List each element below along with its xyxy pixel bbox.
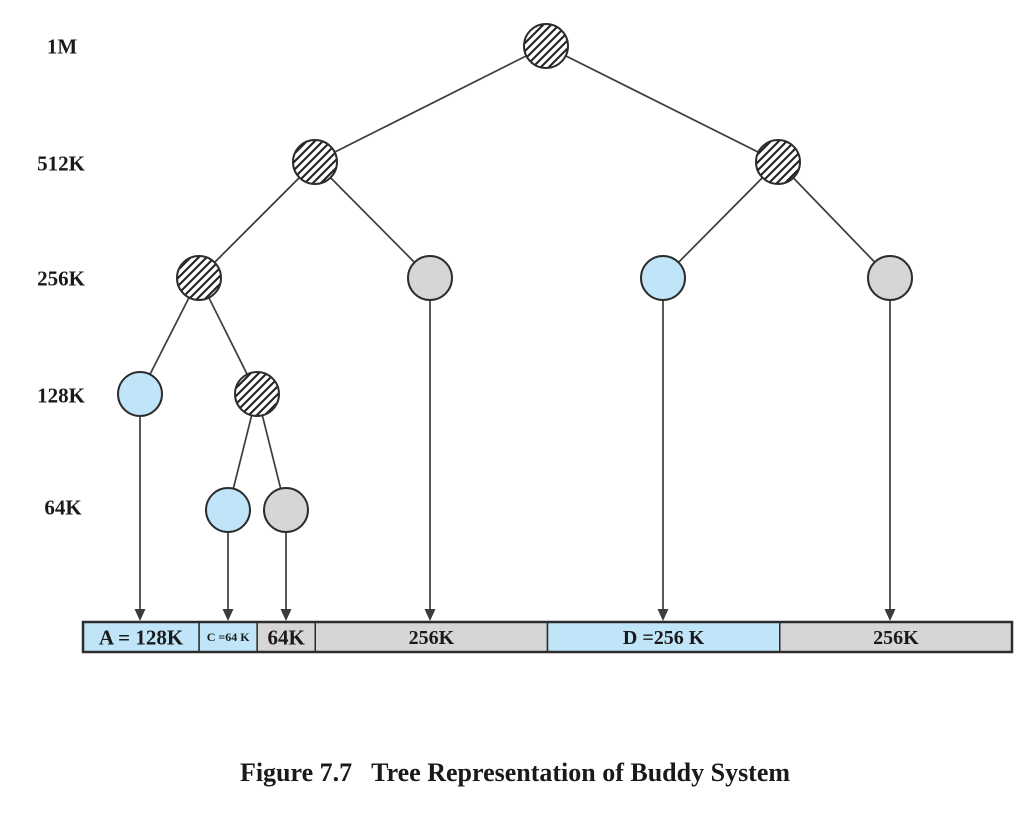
memory-segment-label-3: 256K	[409, 627, 455, 649]
memory-segment-label-1: C =64 K	[207, 630, 251, 644]
tree-node-left-256k	[176, 255, 222, 301]
tree-node-free-64k	[263, 487, 309, 533]
tree-edge-right-512k-to-right-256k-free	[777, 161, 891, 279]
memory-segment-label-5: 256K	[873, 627, 919, 649]
tree-node-root-1m	[523, 23, 569, 69]
tree-node-split-128k	[234, 371, 280, 417]
tree-edge-right-512k-to-d-256k	[662, 161, 779, 279]
size-axis-layer: 1M 512K 256K 128K 64K	[37, 34, 86, 519]
arrowhead-down-icon	[134, 609, 146, 621]
allocation-arrows-layer	[134, 300, 896, 621]
memory-segment-4	[546, 621, 781, 653]
arrowhead-down-icon	[884, 609, 896, 621]
memory-segment-label-2: 64K	[268, 625, 306, 649]
tree-edge-left-512k-to-mid-256k-free	[314, 161, 431, 279]
arrowhead-down-icon	[222, 609, 234, 621]
memory-segment-5	[779, 621, 1013, 653]
axis-label-128k: 128K	[37, 383, 86, 407]
figure-caption: Figure 7.7 Tree Representation of Buddy …	[239, 758, 791, 787]
tree-edges-layer	[139, 45, 891, 511]
tree-node-left-512k	[292, 139, 338, 185]
arrowhead-down-icon	[424, 609, 436, 621]
axis-label-256k: 256K	[37, 266, 86, 290]
arrowhead-down-icon	[280, 609, 292, 621]
memory-segment-3	[314, 621, 549, 653]
tree-edge-root-1m-to-right-512k	[545, 45, 779, 163]
tree-node-right-256k-free	[867, 255, 913, 301]
tree-node-c-64k	[205, 487, 251, 533]
buddy-system-tree-diagram: 1M 512K 256K 128K 64K A = 128K C =64 K 64K 256K…	[37, 23, 1014, 654]
tree-node-a-128k	[117, 371, 163, 417]
axis-label-1m: 1M	[47, 34, 78, 58]
tree-nodes-layer	[117, 23, 913, 533]
memory-segment-label-4: D =256 K	[623, 627, 705, 649]
axis-label-64k: 64K	[44, 495, 82, 519]
tree-node-d-256k	[640, 255, 686, 301]
axis-label-512k: 512K	[37, 151, 86, 175]
arrowhead-down-icon	[657, 609, 669, 621]
tree-edge-root-1m-to-left-512k	[314, 45, 547, 163]
tree-node-mid-256k-free	[407, 255, 453, 301]
tree-edge-left-512k-to-left-256k	[198, 161, 316, 279]
tree-node-right-512k	[755, 139, 801, 185]
memory-bar-outline	[81, 620, 1014, 654]
memory-segment-label-0: A = 128K	[99, 625, 184, 649]
memory-bar-layer: A = 128K C =64 K 64K 256K D =256 K 256K	[81, 620, 1014, 654]
